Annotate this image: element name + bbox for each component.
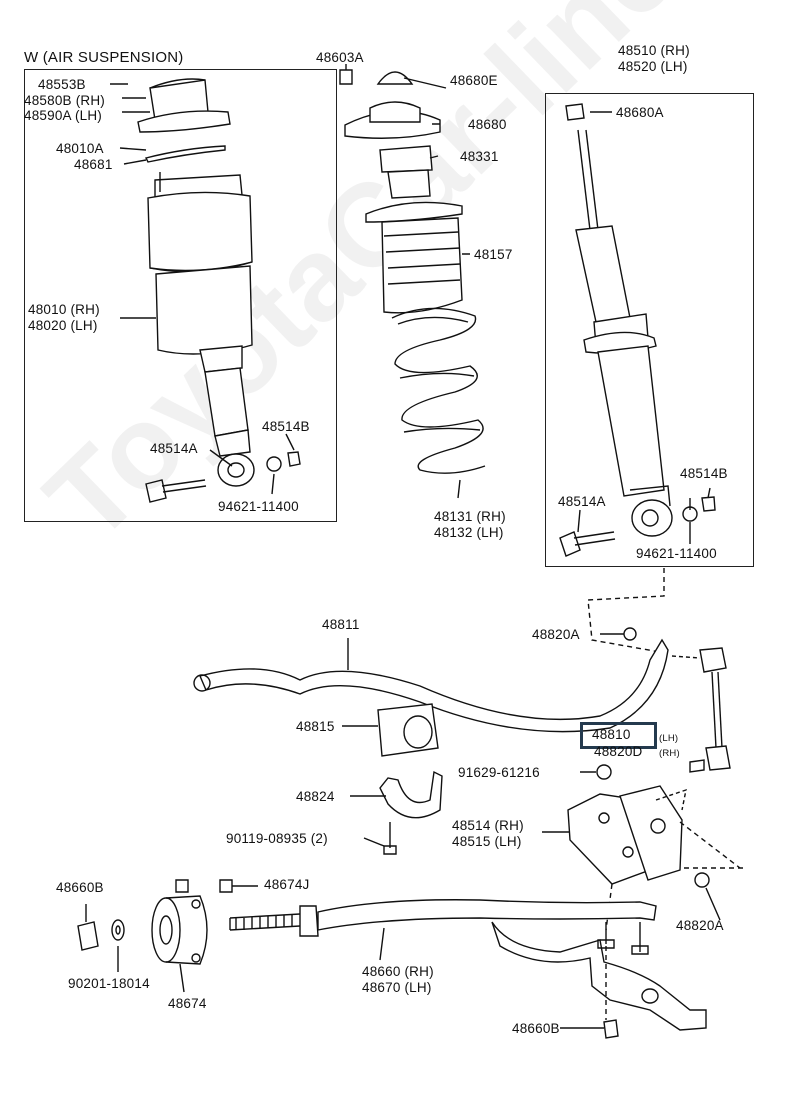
lateral-rod	[229, 899, 657, 937]
stabilizer-link	[671, 647, 731, 773]
bump-stop	[379, 145, 433, 199]
stabilizer-bushing	[377, 703, 439, 757]
lower-arm-knuckle	[491, 921, 707, 1039]
part-94621-right: 94621-11400	[636, 546, 717, 561]
hub-nut	[77, 921, 99, 951]
link-nut-top	[623, 627, 637, 641]
rh-shock-nut	[565, 103, 585, 121]
bushing-bracket	[379, 770, 443, 855]
part-48670: 48670 (LH)	[362, 980, 432, 995]
part-48131: 48131 (RH)	[434, 509, 506, 524]
part-48674J: 48674J	[264, 877, 310, 892]
part-48580B: 48580B (RH)	[24, 93, 105, 108]
stabilizer-bar	[193, 638, 669, 733]
part-48514A-left: 48514A	[150, 441, 198, 456]
left-washer	[266, 456, 282, 472]
part-48010A: 48010A	[56, 141, 104, 156]
part-48020: 48020 (LH)	[28, 318, 98, 333]
dust-boot	[381, 217, 463, 314]
bracket-nut	[694, 872, 710, 888]
part-48514B-right: 48514B	[680, 466, 728, 481]
part-94621-left: 94621-11400	[218, 499, 299, 514]
upper-mount	[344, 101, 441, 139]
part-48681: 48681	[74, 157, 113, 172]
part-48660B-bottom: 48660B	[512, 1021, 560, 1036]
part-48553B: 48553B	[38, 77, 86, 92]
rh-bolt	[559, 531, 616, 557]
part-48680E: 48680E	[450, 73, 498, 88]
part-48815: 48815	[296, 719, 335, 734]
rh-nut	[701, 496, 716, 512]
rh-shock-absorber	[575, 129, 673, 537]
part-48590A: 48590A (LH)	[24, 108, 102, 123]
part-48820D: 48820D	[594, 744, 643, 759]
left-bolt	[145, 479, 207, 503]
center-nut	[339, 69, 353, 85]
air-strut-top-mount	[137, 78, 231, 133]
part-48010: 48010 (RH)	[28, 302, 100, 317]
part-48514B-left: 48514B	[262, 419, 310, 434]
hub-bolt	[219, 879, 233, 893]
part-48820A-top: 48820A	[532, 627, 580, 642]
part-48680: 48680	[468, 117, 507, 132]
part-90119: 90119-08935 (2)	[226, 831, 328, 846]
part-48680A: 48680A	[616, 105, 664, 120]
highlight-48810	[580, 722, 657, 749]
air-spring-assembly	[147, 172, 255, 487]
rear-shock-box	[545, 93, 754, 567]
upper-cap	[376, 71, 414, 85]
hub-bushing	[151, 879, 208, 965]
part-48811: 48811	[322, 617, 360, 632]
part-90201: 90201-18014	[68, 976, 150, 991]
part-48514: 48514 (RH)	[452, 818, 524, 833]
part-48810: 48810	[592, 727, 631, 742]
part-48510: 48510 (RH)	[618, 43, 690, 58]
part-48520: 48520 (LH)	[618, 59, 688, 74]
air-strut-gasket	[144, 145, 226, 163]
part-48603A: 48603A	[316, 50, 364, 65]
part-48660B-top: 48660B	[56, 880, 104, 895]
coil-spring	[391, 307, 486, 474]
part-48820A-bottom: 48820A	[676, 918, 724, 933]
part-48820D-side: (RH)	[659, 748, 680, 759]
part-48824: 48824	[296, 789, 335, 804]
lower-arm-bracket	[567, 785, 744, 931]
section-title: W (AIR SUSPENSION)	[24, 49, 184, 66]
air-suspension-box	[24, 69, 337, 522]
part-48157: 48157	[474, 247, 513, 262]
hub-washer	[111, 919, 125, 941]
link-washer	[596, 764, 612, 780]
part-91629: 91629-61216	[458, 765, 540, 780]
part-48810-side: (LH)	[659, 733, 679, 744]
part-48514A-right: 48514A	[558, 494, 606, 509]
part-48132: 48132 (LH)	[434, 525, 504, 540]
part-48331: 48331	[460, 149, 499, 164]
part-48674: 48674	[168, 996, 207, 1011]
left-nut	[287, 451, 301, 467]
part-48515: 48515 (LH)	[452, 834, 522, 849]
part-48660: 48660 (RH)	[362, 964, 434, 979]
